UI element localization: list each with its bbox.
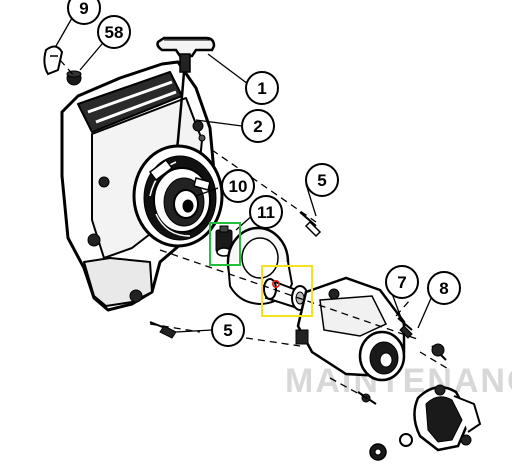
callout-label: 58 (105, 23, 124, 42)
shaft-clamp (399, 384, 482, 452)
callout-label: 7 (397, 273, 406, 292)
callout-11: 11 (249, 195, 283, 229)
callout-1: 1 (245, 71, 279, 105)
clutch-housing (295, 276, 406, 382)
callout-label: 2 (253, 117, 262, 136)
callout-5-lower: 5 (211, 313, 245, 347)
green-highlight-box (209, 222, 241, 266)
center-pin-part (215, 225, 233, 257)
callout-label: 8 (439, 279, 448, 298)
recoil-pulley (132, 144, 224, 248)
fasteners (43, 45, 472, 461)
callout-7: 7 (385, 265, 419, 299)
callout-label: 11 (257, 203, 275, 222)
callout-8: 8 (427, 271, 461, 305)
red-point-marker (271, 279, 280, 288)
yellow-highlight-box (261, 265, 313, 317)
callout-5-upper: 5 (305, 163, 339, 197)
callout-label: 5 (317, 171, 326, 190)
callout-label: 10 (229, 177, 248, 196)
callout-2: 2 (241, 109, 275, 143)
callout-58: 58 (97, 15, 131, 49)
callout-9: 9 (67, 0, 101, 25)
callout-10: 10 (221, 169, 255, 203)
callout-label: 5 (223, 321, 232, 340)
callout-label: 1 (257, 79, 266, 98)
leader-lines (55, 17, 433, 333)
callout-label: 9 (79, 0, 88, 18)
